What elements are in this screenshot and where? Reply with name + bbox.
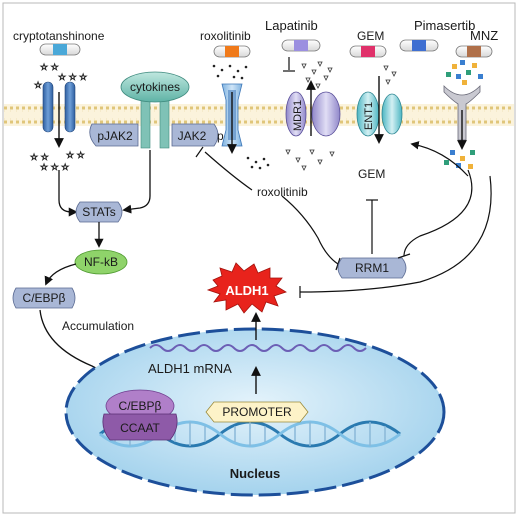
jak2-node	[171, 123, 219, 147]
mdr1-label: MDR1	[292, 100, 304, 131]
mnz-aldh1-inhibit-line	[299, 175, 492, 293]
gem-capsule-icon	[349, 45, 387, 58]
svg-text:☆ ☆ ☆: ☆ ☆ ☆	[40, 162, 69, 172]
promoter-label: PROMOTER	[222, 405, 292, 419]
pjak2-label: pJAK2	[97, 129, 133, 143]
mnz-particles-icon	[444, 60, 483, 169]
mnz-label: MNZ	[470, 28, 498, 43]
jak2-label: JAK2	[178, 129, 207, 143]
nfkb-node	[74, 249, 128, 275]
mnz-rrm1-inhibit-line	[403, 169, 473, 257]
mnz-rrm1-inhibit-bar	[397, 253, 411, 259]
star-molecules-icon: ☆ ☆ ☆ ☆ ☆ ☆ ☆ ☆ ☆ ☆ ☆ ☆ ☆	[30, 62, 88, 173]
cryptotanshinone-capsule-icon	[39, 43, 81, 56]
mnz-capsule-icon	[455, 45, 493, 58]
cebpb-nuclear-label: C/EBPβ	[119, 399, 162, 413]
cryptotanshinone-to-stats-arrow	[58, 170, 78, 217]
pjak2-node	[89, 123, 139, 147]
roxolitinib-rrm1-inhibit-line	[281, 195, 339, 265]
roxolitinib-capsule-icon	[213, 45, 251, 58]
mdr1-transporter-icon	[285, 91, 341, 137]
roxolitinib-mid-label: roxolitinib	[257, 185, 308, 199]
ccaat-label: CCAAT	[120, 421, 160, 435]
stats-node	[75, 201, 123, 223]
aldh1-label: ALDH1	[225, 283, 268, 298]
roxolitinib-jak2-inhibit-line	[204, 151, 253, 191]
cebpb-node	[12, 287, 76, 309]
roxolitinib-rrm1-inhibit-bar	[335, 257, 341, 271]
pimasertib-label: Pimasertib	[414, 18, 475, 33]
promoter-node	[205, 401, 309, 423]
figure-frame	[2, 2, 516, 514]
accumulation-label: Accumulation	[62, 319, 134, 333]
mrna-strand	[149, 344, 367, 352]
pimasertib-capsule-icon	[399, 39, 439, 52]
nfkb-label: NF-kB	[84, 255, 118, 269]
cebpb-label: C/EBPβ	[23, 291, 66, 305]
svg-text:☆ ☆: ☆ ☆	[30, 152, 49, 162]
rrm1-label: RRM1	[355, 261, 389, 275]
nfkb-to-cebpb-arrow	[44, 263, 77, 286]
mrna-label: ALDH1 mRNA	[148, 361, 232, 376]
cell-membrane	[4, 104, 514, 126]
svg-text:☆: ☆	[34, 80, 42, 90]
gem-top-label: GEM	[357, 29, 384, 43]
triangle-molecules-icon	[285, 61, 335, 171]
aldh1-burst	[206, 262, 287, 314]
gem-mid-label: GEM	[358, 167, 385, 181]
cryptotanshinone-label: cryptotanshinone	[13, 29, 105, 43]
cytokines-label: cytokines	[130, 80, 180, 94]
svg-text:☆ ☆: ☆ ☆	[66, 150, 85, 160]
ent1-transporter-icon	[356, 91, 403, 137]
jak2-to-stats-arrow	[122, 150, 151, 214]
lapatinib-capsule-icon	[281, 39, 321, 52]
rrm1-node	[337, 257, 407, 279]
lapatinib-label: Lapatinib	[265, 18, 318, 33]
roxolitinib-top-label: roxolitinib	[200, 29, 251, 43]
svg-text:☆ ☆: ☆ ☆	[40, 62, 59, 72]
roxolitinib-jak2-inhibit-bar	[195, 146, 204, 158]
ent1-label: ENT1	[363, 102, 375, 130]
roxolitinib-dots-icon	[212, 64, 270, 170]
stats-label: STATs	[82, 205, 116, 219]
ccaat-node	[102, 413, 178, 441]
nucleus-title: Nucleus	[230, 466, 281, 481]
svg-text:☆ ☆ ☆: ☆ ☆ ☆	[58, 72, 87, 82]
cytokines-blob	[120, 71, 190, 103]
gem-dots-icon	[383, 65, 397, 85]
phospho-label: p	[217, 129, 224, 143]
cryptotanshinone-transporter-icon	[42, 81, 76, 133]
mnz-to-ent1-arrow	[410, 141, 469, 177]
